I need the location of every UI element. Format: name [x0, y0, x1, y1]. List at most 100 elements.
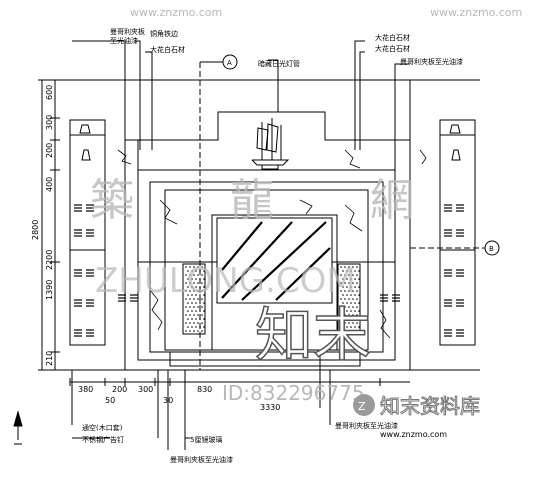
- speaker-dot: [350, 278, 352, 280]
- speaker-dot: [348, 266, 350, 268]
- speaker-dot: [189, 290, 191, 292]
- speaker-dot: [344, 298, 346, 300]
- label-right-paint: 曼哥利夾板至光油漆: [400, 57, 463, 66]
- dim-v-2200: 2200: [45, 250, 54, 270]
- dim-v-1390: 1390: [45, 280, 54, 300]
- speaker-dot: [185, 330, 187, 332]
- speaker-dot: [201, 306, 203, 308]
- speaker-dot: [352, 298, 354, 300]
- speaker-dot: [185, 282, 187, 284]
- speaker-dot: [189, 322, 191, 324]
- speaker-dot: [354, 286, 356, 288]
- speaker-dot: [344, 330, 346, 332]
- label-marble-2: 大花白石材: [375, 33, 410, 42]
- label-marble-3: 大花白石材: [375, 44, 410, 53]
- speaker-dot: [203, 294, 205, 296]
- speaker-dot: [348, 282, 350, 284]
- speaker-dot: [350, 302, 352, 304]
- bottom-dimension-lines: [69, 378, 410, 386]
- speaker-dot: [201, 282, 203, 284]
- speaker-dot: [191, 310, 193, 312]
- speaker-dot: [340, 314, 342, 316]
- speaker-dot: [346, 286, 348, 288]
- speaker-dot: [358, 286, 360, 288]
- speaker-dot: [346, 294, 348, 296]
- speaker-dot: [203, 278, 205, 280]
- speaker-dot: [191, 326, 193, 328]
- speaker-dot: [348, 306, 350, 308]
- speaker-dot: [191, 294, 193, 296]
- speaker-dot: [187, 310, 189, 312]
- speaker-dot: [189, 314, 191, 316]
- speaker-dot: [195, 326, 197, 328]
- speaker-dot: [187, 326, 189, 328]
- right-side-panel: [439, 119, 476, 346]
- label-glass: 5厘镜玻璃: [190, 435, 222, 444]
- speaker-dot: [356, 298, 358, 300]
- dim-v-400: 400: [45, 177, 54, 192]
- speaker-dot: [346, 310, 348, 312]
- speaker-dot: [187, 318, 189, 320]
- speaker-dot: [358, 278, 360, 280]
- axis-b-label: B: [489, 245, 494, 253]
- speaker-dot: [352, 282, 354, 284]
- site-logo-glyph: Z: [358, 400, 366, 413]
- speaker-dot: [342, 310, 344, 312]
- speaker-dot: [203, 302, 205, 304]
- watermark-id: ID:832296775: [222, 381, 365, 405]
- speaker-dot: [203, 286, 205, 288]
- label-hidden-light: 暗藏日光灯管: [258, 59, 300, 68]
- speaker-dot: [346, 302, 348, 304]
- speaker-dot: [193, 274, 195, 276]
- watermark-top-url: www.znzmo.com: [130, 6, 222, 19]
- speaker-dot: [187, 294, 189, 296]
- speaker-dot: [197, 314, 199, 316]
- dim-h-380: 380: [78, 385, 93, 394]
- speaker-dot: [191, 270, 193, 272]
- dim-v-300: 300: [45, 115, 54, 130]
- speaker-dot: [344, 274, 346, 276]
- speaker-dot: [352, 322, 354, 324]
- speaker-dot: [356, 274, 358, 276]
- speaker-dot: [348, 298, 350, 300]
- speaker-dot: [201, 330, 203, 332]
- speaker-dot: [193, 306, 195, 308]
- speaker-dot: [342, 302, 344, 304]
- speaker-dot: [191, 286, 193, 288]
- speaker-dot: [340, 282, 342, 284]
- speaker-dot: [358, 270, 360, 272]
- speaker-dot: [185, 266, 187, 268]
- speaker-dot: [354, 294, 356, 296]
- speaker-dot: [201, 322, 203, 324]
- speaker-dot: [358, 310, 360, 312]
- speaker-dot: [340, 330, 342, 332]
- speaker-dot: [348, 314, 350, 316]
- speaker-dot: [185, 306, 187, 308]
- speaker-dot: [354, 310, 356, 312]
- speaker-dot: [354, 302, 356, 304]
- speaker-dot: [350, 326, 352, 328]
- top-cornice: [125, 111, 410, 141]
- speaker-dot: [197, 274, 199, 276]
- speaker-dot: [342, 326, 344, 328]
- speaker-dot: [352, 314, 354, 316]
- speaker-dot: [346, 278, 348, 280]
- speaker-dot: [193, 330, 195, 332]
- speaker-dot: [340, 266, 342, 268]
- speaker-dot: [197, 290, 199, 292]
- watermark-bottom-url: www.znzmo.com: [380, 430, 447, 439]
- speaker-dot: [185, 274, 187, 276]
- watermark-char-3: 網: [370, 175, 414, 226]
- speaker-dot: [201, 290, 203, 292]
- left-side-panel: [69, 119, 106, 346]
- watermark-site-name: 知末资料库: [380, 394, 480, 418]
- label-left-top-2: 至光油漆: [110, 36, 138, 45]
- watermark-zhimo-logo: 知末: [255, 301, 371, 369]
- speaker-dot: [356, 322, 358, 324]
- watermark-char-1: 築: [90, 175, 134, 226]
- speaker-dot: [193, 290, 195, 292]
- speaker-dot: [191, 278, 193, 280]
- speaker-dot: [352, 290, 354, 292]
- speaker-dot: [344, 266, 346, 268]
- tv-screen: [216, 217, 333, 304]
